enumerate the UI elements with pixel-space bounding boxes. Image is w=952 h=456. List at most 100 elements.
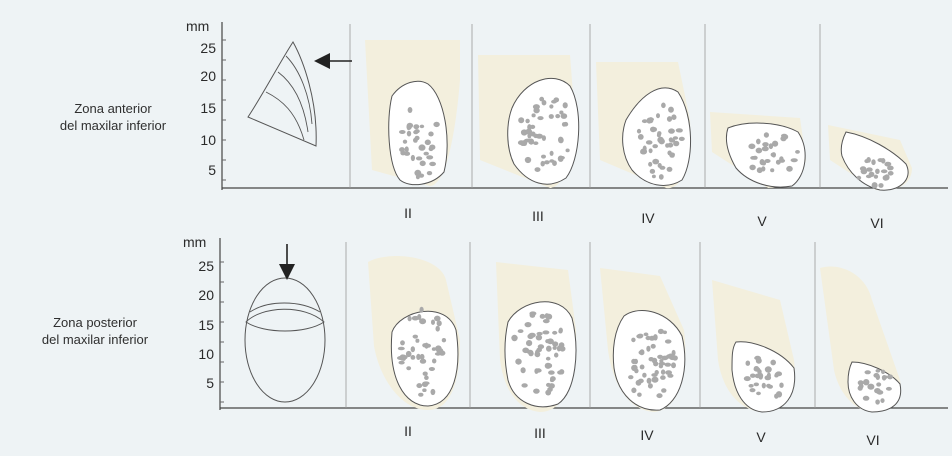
posterior-section-ii-trabecula [422, 388, 426, 392]
anterior-section-iii-trabecula [525, 157, 531, 163]
posterior-section-iv-trabecula [647, 378, 652, 384]
posterior-reference-contour [250, 303, 320, 312]
anterior-section-ii-trabecula [429, 162, 436, 166]
posterior-section-vi-trabecula [887, 374, 893, 379]
anterior-section-ii-trabecula [408, 107, 413, 113]
anterior-section-v-trabecula [764, 132, 769, 137]
posterior-section-iv-trabecula [628, 375, 633, 379]
posterior-section-ii-trabecula [424, 375, 429, 380]
anterior-reference-outline [248, 42, 316, 146]
anterior-section-iii-trabecula [520, 142, 525, 146]
posterior-section-iii-trabecula [543, 319, 550, 323]
anterior-section-iv-trabecula [656, 113, 660, 118]
anterior-section-iii-trabecula [550, 151, 554, 156]
anterior-section-iii-trabecula [549, 114, 554, 119]
posterior-section-iv-trabecula [656, 393, 662, 398]
anterior-section-vi-trabecula [888, 171, 894, 176]
anterior-section-iv-trabecula [661, 103, 666, 109]
anterior-section-v-trabecula [756, 139, 761, 145]
posterior-section-iii-trabecula [545, 339, 549, 343]
posterior-section-vi-trabecula [875, 399, 880, 404]
posterior-section-iv-trabecula [649, 336, 655, 341]
anterior-section-vi-trabecula [866, 167, 873, 171]
anterior-section-ii-trabecula [413, 130, 418, 134]
anterior-section-iii-trabecula [561, 113, 568, 119]
posterior-section-v-trabecula [779, 383, 783, 388]
anterior-section-iv-trabecula [665, 143, 669, 148]
anterior-section-vi-trabecula [883, 175, 889, 181]
anterior-section-iii-trabecula [532, 113, 536, 117]
posterior-section-v-trabecula [767, 373, 771, 379]
posterior-section-ii-trabecula [436, 326, 440, 332]
anterior-section-ii-trabecula [420, 145, 424, 149]
anterior-section-iii-trabecula [552, 160, 557, 166]
posterior-section-v-trabecula [744, 376, 751, 381]
anterior-section-iv-trabecula [668, 128, 675, 133]
anterior-section-v-trabecula [762, 146, 769, 151]
posterior-section-ii-trabecula [406, 366, 411, 370]
anterior-section-ii-trabecula [399, 130, 406, 134]
posterior-section-v-trabecula [754, 383, 759, 387]
anterior-section-iv-trabecula [649, 148, 653, 153]
anterior-section-iv-trabecula [667, 116, 672, 122]
posterior-section-iv-trabecula [661, 388, 666, 393]
anterior-section-ii-trabecula [420, 161, 426, 167]
posterior-section-iv-trabecula [638, 379, 644, 384]
posterior-section-vi-trabecula [886, 387, 892, 391]
posterior-section-iv-trabecula [653, 361, 658, 366]
posterior-section-iv-trabecula [652, 377, 659, 383]
posterior-section-iii-trabecula [560, 346, 566, 352]
posterior-section-iv-trabecula [661, 356, 668, 361]
anterior-section-ii-trabecula [426, 155, 433, 159]
posterior-section-iv-trabecula [660, 375, 666, 380]
posterior-section-iii-trabecula [540, 314, 546, 319]
anterior-section-iv-trabecula [648, 162, 652, 167]
anterior-section-iii-trabecula [549, 104, 553, 108]
anterior-section-vi-trabecula [874, 175, 878, 179]
posterior-section-vi-trabecula [880, 398, 884, 403]
posterior-section-ii-trabecula [420, 307, 424, 313]
anterior-section-ii-trabecula [420, 125, 425, 129]
posterior-section-iii-trabecula [525, 322, 532, 327]
anterior-section-iii-trabecula [533, 108, 539, 114]
posterior-section-iv-trabecula [648, 383, 653, 388]
anterior-section-iv-trabecula [647, 117, 654, 121]
anterior-section-vi-trabecula [878, 183, 883, 188]
posterior-section-vi-trabecula [876, 374, 880, 380]
anterior-section-v-trabecula [750, 156, 756, 160]
anterior-section-vi-trabecula [881, 169, 888, 173]
anterior-section-v-trabecula [764, 159, 770, 163]
posterior-section-iii-trabecula [521, 367, 526, 373]
posterior-section-ii-trabecula [431, 389, 436, 395]
posterior-section-iii-trabecula [533, 389, 540, 394]
posterior-section-iii-trabecula [548, 364, 552, 368]
posterior-section-iv-trabecula [661, 369, 665, 374]
posterior-section-ii-trabecula [434, 316, 441, 322]
posterior-section-vi-trabecula [874, 388, 881, 393]
posterior-section-v-trabecula [775, 371, 782, 376]
anterior-section-iv-trabecula [679, 137, 685, 141]
posterior-section-iv-trabecula [644, 333, 649, 337]
anterior-section-v-trabecula [772, 152, 776, 157]
posterior-section-iii-trabecula [542, 330, 549, 334]
posterior-section-iv-trabecula [667, 374, 673, 378]
posterior-section-iii-trabecula [552, 341, 558, 346]
posterior-section-ii-trabecula [398, 347, 405, 351]
posterior-section-ii-trabecula [423, 372, 428, 376]
anterior-section-ii-trabecula [413, 124, 419, 129]
anterior-section-v-trabecula [748, 144, 755, 150]
posterior-section-vi-trabecula [881, 370, 885, 374]
anterior-section-iv-trabecula [640, 151, 646, 155]
posterior-section-iv-trabecula [665, 363, 672, 367]
posterior-section-ii-trabecula [418, 393, 423, 397]
anterior-section-iii-trabecula [558, 156, 564, 162]
posterior-section-vi-trabecula [876, 369, 881, 373]
posterior-section-iii-trabecula [521, 383, 527, 387]
anterior-section-iv-trabecula [668, 107, 674, 113]
posterior-section-ii-trabecula [442, 338, 446, 342]
posterior-section-iii-trabecula [546, 346, 552, 352]
anterior-section-ii-trabecula [413, 138, 418, 143]
posterior-section-iii-trabecula [545, 390, 551, 396]
posterior-section-vi-trabecula [863, 396, 870, 401]
anterior-section-v-trabecula [795, 150, 800, 154]
